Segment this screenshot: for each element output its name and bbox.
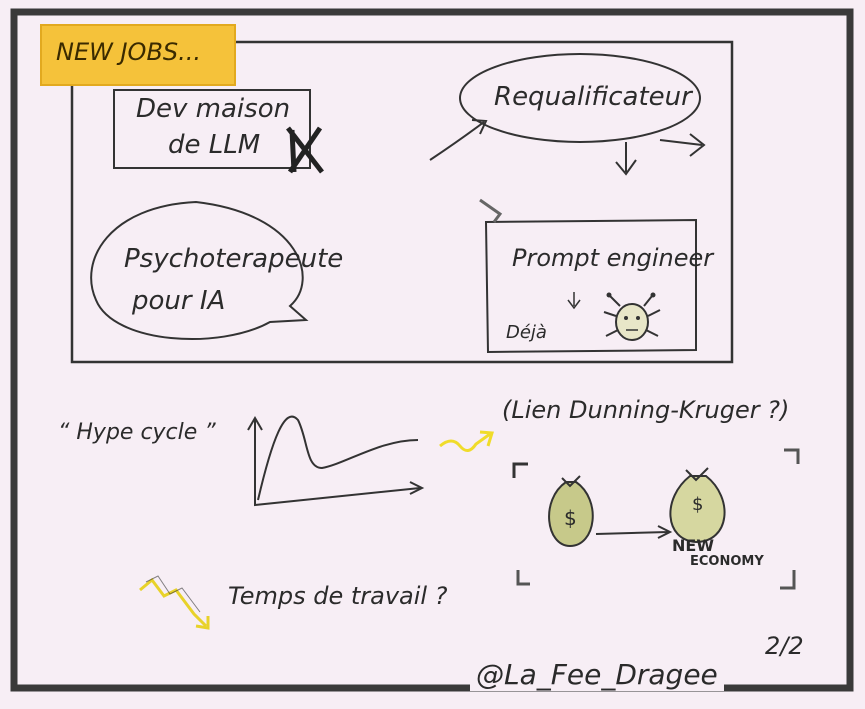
fold-corner <box>479 198 503 223</box>
corner-tl <box>512 462 528 478</box>
hype-cycle-graph <box>247 415 425 507</box>
down-trend-arrow-icon <box>139 577 210 630</box>
economy-label-line1: NEW <box>672 536 714 555</box>
corner-bl <box>516 570 530 586</box>
arrow-down-icon <box>615 142 637 176</box>
psycho-line2: pour IA <box>132 286 226 316</box>
page-title: NEW JOBS... <box>56 38 202 66</box>
small-arrow-icon <box>567 292 581 310</box>
cross-mark <box>286 126 324 174</box>
yellow-arrow-icon <box>439 430 494 452</box>
dev-llm-box <box>113 89 311 169</box>
prompt-note: Déjà <box>506 322 547 343</box>
economy-label-line2: ECONOMY <box>690 554 764 569</box>
psycho-bubble <box>90 200 309 341</box>
title-highlight <box>40 24 236 86</box>
dunning-kruger-link: (Lien Dunning-Kruger ?) <box>502 396 790 424</box>
work-time-label: Temps de travail ? <box>228 582 448 610</box>
arrow-in-icon <box>429 119 488 161</box>
psycho-line1: Psychoterapeute <box>124 244 344 274</box>
coin-symbol-right: $ <box>692 494 704 515</box>
bug-face-icon <box>603 292 661 341</box>
coin-symbol-left: $ <box>564 506 577 530</box>
hype-label: “ Hype cycle ” <box>58 420 216 445</box>
arrow-right-icon <box>659 133 706 157</box>
corner-tr <box>784 448 800 464</box>
money-bag-right-icon <box>669 467 726 544</box>
prompt-title: Prompt engineer <box>512 244 714 272</box>
page-number: 2/2 <box>765 632 804 660</box>
requalificateur-label: Requalificateur <box>494 82 692 112</box>
arrow-to-new-economy-icon <box>595 525 673 539</box>
corner-br <box>780 570 796 590</box>
dev-llm-line1: Dev maison <box>136 94 291 124</box>
prompt-box <box>484 218 697 354</box>
author-signature: @La_Fee_Dragee <box>470 658 724 691</box>
requalificateur-bubble <box>459 53 701 143</box>
dev-llm-line2: de LLM <box>168 130 261 160</box>
money-bag-left-icon <box>548 475 594 548</box>
outer-frame <box>10 8 854 692</box>
jobs-frame <box>70 40 734 364</box>
